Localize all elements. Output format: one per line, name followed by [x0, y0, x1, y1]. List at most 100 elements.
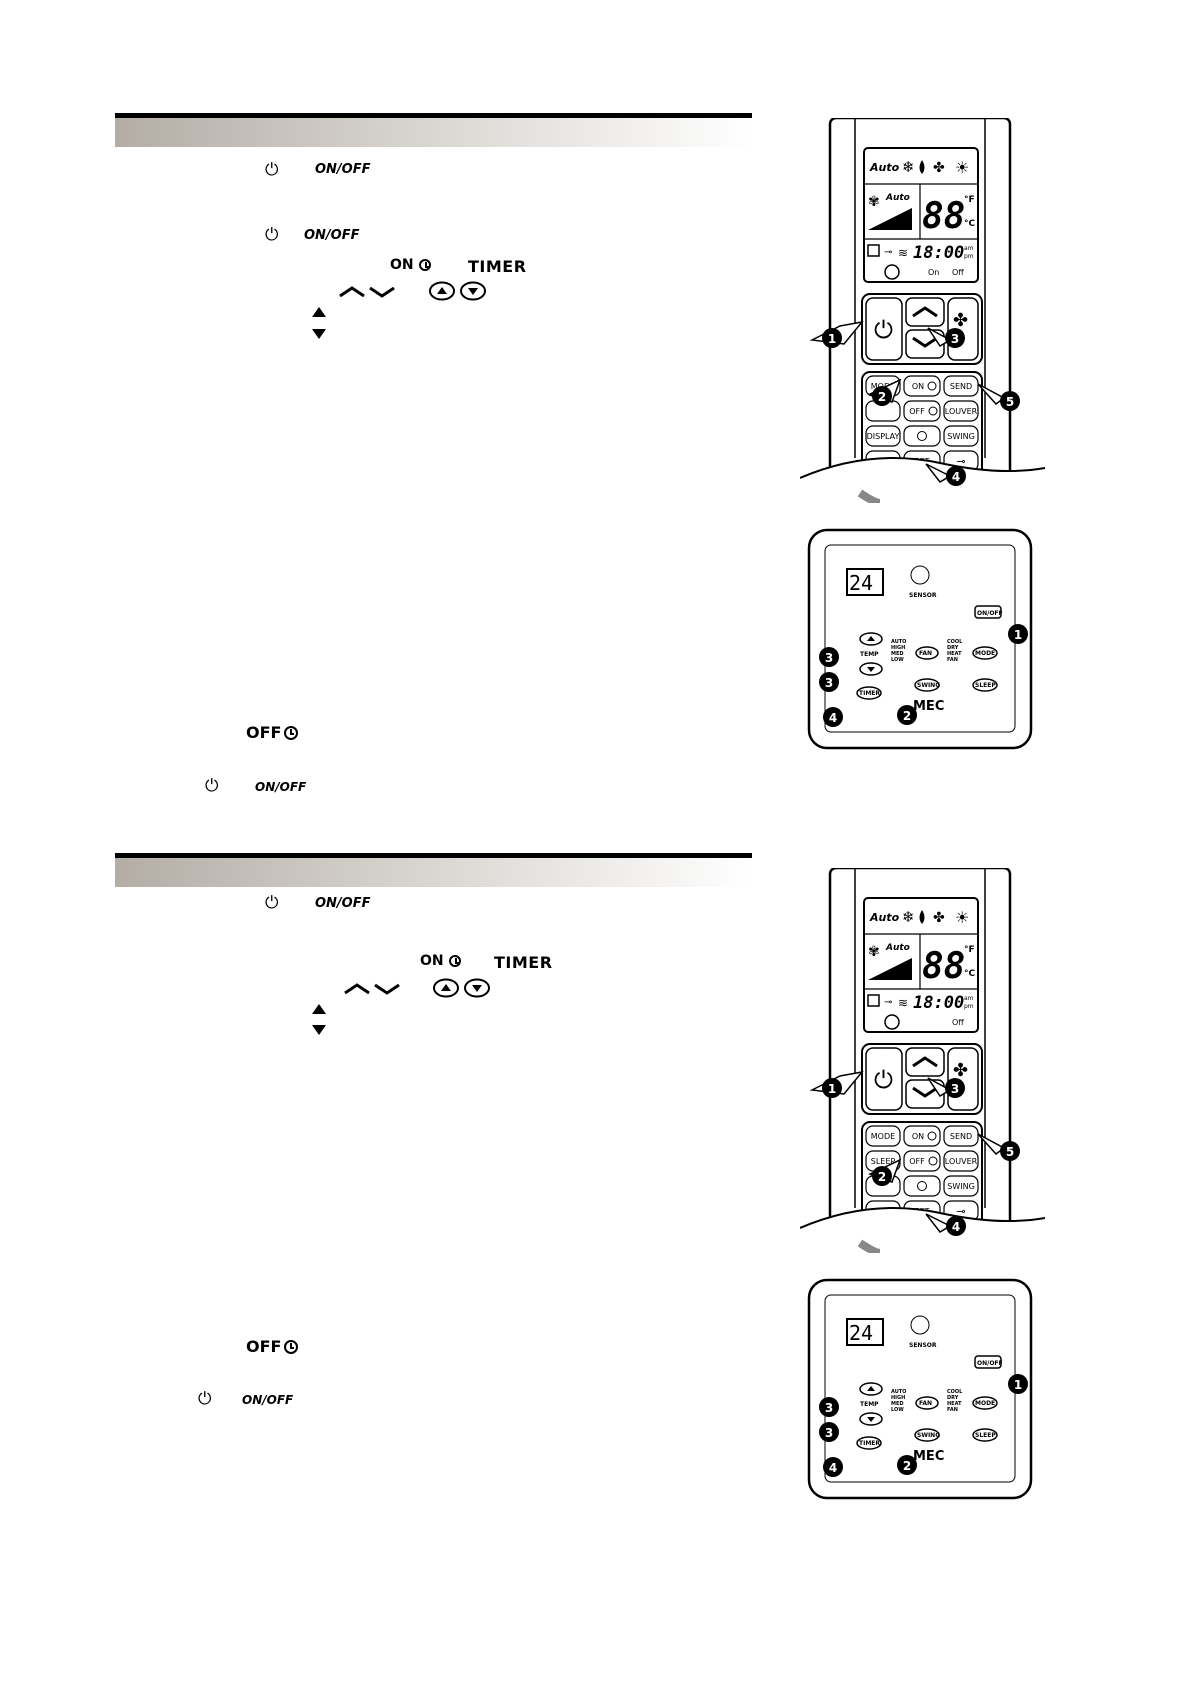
svg-text:MED: MED — [891, 1401, 904, 1407]
svg-text:LOW: LOW — [891, 657, 904, 663]
svg-text:3: 3 — [825, 1426, 833, 1440]
svg-text:LOUVER: LOUVER — [945, 1157, 978, 1166]
section-header-bar-2 — [115, 853, 752, 887]
timer-label: TIMER — [468, 257, 527, 276]
panel-swing-text: SWING — [917, 682, 940, 689]
svg-text:4: 4 — [952, 1220, 960, 1234]
power-icon: ⏻ — [265, 893, 279, 913]
louver-button-label: LOUVER — [945, 407, 978, 416]
svg-text:✤: ✤ — [933, 160, 945, 176]
brand-logo-text: MEC — [913, 699, 944, 714]
svg-text:≋: ≋ — [898, 996, 908, 1010]
svg-text:FAN: FAN — [947, 657, 958, 663]
svg-text:LOW: LOW — [891, 1407, 904, 1413]
svg-text:24: 24 — [849, 1321, 873, 1345]
svg-text:5: 5 — [1006, 1145, 1014, 1159]
power-icon: ⏻ — [265, 160, 279, 180]
svg-text:✤: ✤ — [933, 910, 945, 926]
off-clock-button-label: OFF — [909, 407, 925, 416]
callout-4: 4 — [952, 470, 960, 484]
svg-text:3: 3 — [825, 676, 833, 690]
svg-text:☀: ☀ — [955, 908, 969, 927]
svg-text:FAN: FAN — [919, 1400, 932, 1407]
svg-text:DRY: DRY — [947, 645, 959, 651]
up-down-chevrons-icon — [344, 983, 400, 995]
svg-text:⊸: ⊸ — [884, 247, 892, 258]
svg-text:OFF: OFF — [909, 1157, 925, 1166]
svg-text:4: 4 — [829, 1461, 837, 1475]
triangle-down-icon — [312, 1025, 326, 1035]
svg-text:2: 2 — [878, 1170, 886, 1184]
triangle-down-icon — [312, 329, 326, 339]
power-icon: ⏻ — [198, 1389, 212, 1409]
panel-timer-text: TIMER — [859, 690, 880, 697]
unit-f: °F — [964, 195, 975, 205]
onoff-label: ON/OFF — [242, 1393, 294, 1407]
svg-text:✾: ✾ — [868, 944, 880, 960]
svg-text:TEMP: TEMP — [860, 651, 879, 658]
svg-text:°F: °F — [964, 945, 975, 955]
svg-text:TEMP: TEMP — [860, 1401, 879, 1408]
svg-text:COOL: COOL — [947, 639, 963, 645]
on-timer-text: On — [928, 268, 939, 277]
onoff-label: ON/OFF — [304, 228, 360, 243]
svg-text:TIMER: TIMER — [859, 1440, 880, 1447]
svg-text:2: 2 — [903, 709, 911, 723]
svg-text:1: 1 — [1014, 1378, 1022, 1392]
svg-text:SEND: SEND — [950, 1132, 972, 1141]
clock-icon — [418, 259, 431, 271]
fan-auto-text: Auto — [885, 193, 910, 203]
on-timer-symbol: ON — [420, 953, 461, 969]
svg-text:MODE: MODE — [871, 1132, 895, 1141]
callout-5: 5 — [1006, 395, 1014, 409]
send-button-label: SEND — [950, 382, 972, 391]
callout-1: 1 — [828, 332, 836, 346]
sensor-text: SENSOR — [909, 592, 937, 599]
svg-text:Auto: Auto — [885, 943, 910, 953]
svg-text:✤: ✤ — [953, 1060, 968, 1081]
pm-text: pm — [964, 253, 974, 260]
mode-auto-text: Auto — [869, 161, 900, 174]
triangle-up-icon — [312, 307, 326, 317]
panel-sleep-text: SLEEP — [975, 682, 996, 689]
off-label: OFF — [246, 1337, 282, 1356]
svg-text:AUTO: AUTO — [891, 639, 906, 645]
svg-text:SWING: SWING — [947, 1182, 975, 1191]
on-label: ON — [390, 257, 414, 273]
svg-text:MODE: MODE — [975, 1400, 995, 1407]
svg-text:HIGH: HIGH — [891, 645, 905, 651]
panel-mode-text: MODE — [975, 650, 995, 657]
svg-text:⏻: ⏻ — [874, 316, 893, 344]
svg-text:18:00: 18:00 — [913, 993, 964, 1013]
svg-text:4: 4 — [829, 711, 837, 725]
onoff-label: ON/OFF — [255, 780, 307, 794]
svg-text:DRY: DRY — [947, 1395, 959, 1401]
control-panel-illustration: 24 SENSOR ON/OFF AUTO HIGH MED LOW COOL … — [807, 1278, 1033, 1500]
panel-display-digits: 24 — [849, 571, 873, 595]
up-down-chevrons-icon — [339, 286, 395, 298]
svg-text:HIGH: HIGH — [891, 1395, 905, 1401]
svg-text:3: 3 — [951, 1082, 959, 1096]
svg-text:☀: ☀ — [955, 158, 969, 177]
clock-icon — [284, 1339, 299, 1354]
svg-text:❄: ❄ — [902, 908, 915, 926]
on-label: ON — [420, 953, 444, 969]
onoff-label: ON/OFF — [315, 896, 371, 911]
onoff-label: ON/OFF — [315, 162, 371, 177]
timer-label: TIMER — [494, 953, 553, 972]
section-header-bar-1 — [115, 113, 752, 147]
svg-text:AUTO: AUTO — [891, 1389, 906, 1395]
callout-3: 3 — [951, 332, 959, 346]
up-down-buttons-icon — [433, 978, 490, 998]
svg-text:⊸: ⊸ — [956, 455, 965, 468]
svg-text:⊸: ⊸ — [884, 997, 892, 1008]
svg-text:ON: ON — [912, 1132, 924, 1141]
on-timer-symbol: ON — [390, 257, 431, 273]
temp-digits: 88 — [922, 196, 965, 237]
time-digits: 18:00 — [913, 243, 964, 263]
swing-button-label: SWING — [947, 432, 975, 441]
svg-text:HEAT: HEAT — [947, 1401, 962, 1407]
off-timer-text: Off — [952, 268, 964, 277]
sleep-button-label: SLEEP — [871, 1157, 896, 1166]
svg-text:COOL: COOL — [947, 1389, 963, 1395]
